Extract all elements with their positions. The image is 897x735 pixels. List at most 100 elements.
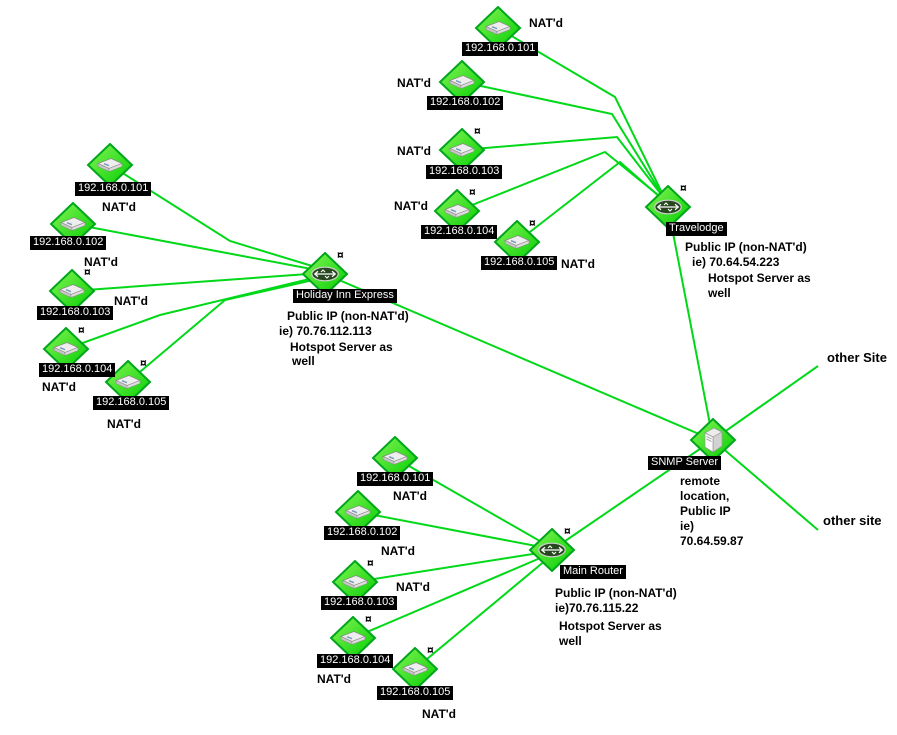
link-main-pc-104-to-main-router (352, 552, 553, 639)
link-main-pc-102-to-main-router (357, 511, 553, 550)
pin-icon: ¤ (84, 265, 91, 279)
nat-label: NAT'd (317, 672, 351, 686)
travelodge-pc-102[interactable] (438, 60, 486, 104)
lan-device-icon (342, 575, 368, 589)
lan-device-icon (449, 143, 475, 157)
main-pc-101[interactable] (371, 436, 419, 480)
lan-device-icon (115, 375, 141, 389)
pin-icon: ¤ (427, 643, 434, 657)
node-ip-label[interactable]: 192.168.0.103 (37, 306, 114, 320)
lan-device-icon (402, 662, 428, 676)
info-text: Hotspot Server as (290, 340, 393, 354)
holiday-inn-router[interactable]: ¤ (301, 249, 349, 296)
link-main-pc-105-to-main-router (414, 554, 553, 670)
node-ip-label[interactable]: 192.168.0.102 (324, 526, 401, 540)
node-ip-label[interactable]: 192.168.0.104 (421, 225, 498, 239)
node-ip-label[interactable]: 192.168.0.101 (462, 42, 539, 56)
lan-device-icon (382, 451, 408, 465)
info-text: Public IP (non-NAT'd) (685, 240, 807, 254)
node-ip-label[interactable]: 192.168.0.101 (357, 472, 434, 486)
pin-icon: ¤ (474, 124, 481, 138)
node-ip-label[interactable]: 192.168.0.105 (377, 686, 454, 700)
link-snmp-server-to-other-site-bottom (712, 439, 819, 531)
nat-label: NAT'd (107, 417, 141, 431)
info-text: well (292, 354, 315, 368)
info-text: ie)70.76.115.22 (555, 601, 639, 615)
pin-icon: ¤ (78, 323, 85, 337)
travelodge-pc-105[interactable]: ¤ (493, 217, 541, 264)
link-holiday-inn-pc-104-to-holiday-inn-router (65, 275, 323, 350)
info-text: well (559, 634, 582, 648)
link-main-pc-103-to-main-router (354, 550, 553, 583)
lan-device-icon (59, 284, 85, 298)
info-text: Hotspot Server as (708, 271, 811, 285)
pin-icon: ¤ (469, 185, 476, 199)
remote-site-label: other Site (827, 350, 887, 365)
nat-label: NAT'd (393, 489, 427, 503)
nat-label: NAT'd (397, 144, 431, 158)
info-text: Public IP (non-NAT'd) (555, 586, 677, 600)
lan-device-icon (485, 21, 511, 35)
link-travelodge-router-to-snmp-server (667, 206, 714, 441)
link-travelodge-pc-105-to-travelodge-router (516, 160, 670, 243)
info-text: ie) 70.76.112.113 (279, 324, 372, 338)
router-icon (311, 266, 339, 282)
info-text: well (708, 286, 731, 300)
nat-label: NAT'd (422, 707, 456, 721)
node-ip-label[interactable]: 192.168.0.103 (321, 596, 398, 610)
main-pc-105[interactable]: ¤ (391, 643, 439, 691)
node-name-label[interactable]: Travelodge (666, 222, 727, 236)
info-text: 70.64.59.87 (680, 534, 744, 548)
node-name-label[interactable]: SNMP Server (648, 456, 722, 470)
info-text: ie) 70.64.54.223 (692, 255, 780, 269)
node-ip-label[interactable]: 192.168.0.104 (317, 654, 394, 668)
pin-icon: ¤ (564, 524, 571, 538)
node-name-label[interactable]: Holiday Inn Express (293, 289, 397, 303)
pin-icon: ¤ (365, 612, 372, 626)
info-text: remote (680, 474, 721, 488)
node-ip-label[interactable]: 192.168.0.102 (30, 236, 107, 250)
node-ip-label[interactable]: 192.168.0.103 (426, 165, 503, 179)
lan-device-icon (97, 158, 123, 172)
holiday-inn-pc-105[interactable]: ¤ (104, 356, 152, 404)
holiday-inn-pc-101[interactable] (86, 143, 134, 187)
node-ip-label[interactable]: 192.168.0.105 (93, 396, 170, 410)
pin-icon: ¤ (680, 181, 687, 195)
nat-label: NAT'd (84, 255, 118, 269)
travelodge-router[interactable]: ¤ (644, 181, 692, 229)
lan-device-icon (53, 342, 79, 356)
nat-label: NAT'd (397, 76, 431, 90)
server-icon (704, 427, 723, 453)
node-name-label[interactable]: Main Router (560, 565, 626, 579)
nat-label: NAT'd (381, 544, 415, 558)
nat-label: NAT'd (102, 200, 136, 214)
travelodge-pc-104[interactable]: ¤ (433, 185, 481, 233)
link-holiday-inn-pc-103-to-holiday-inn-router (71, 272, 323, 292)
main-router[interactable]: ¤ (528, 524, 576, 572)
nat-label: NAT'd (114, 294, 148, 308)
node-ip-label[interactable]: 192.168.0.105 (481, 256, 558, 270)
nat-label: NAT'd (42, 380, 76, 394)
pin-icon: ¤ (140, 356, 147, 370)
travelodge-pc-103[interactable]: ¤ (438, 124, 486, 172)
info-text: location, (680, 489, 730, 503)
node-ip-label[interactable]: 192.168.0.102 (427, 96, 504, 110)
link-holiday-inn-pc-105-to-holiday-inn-router (127, 277, 323, 383)
holiday-inn-pc-103[interactable]: ¤ (48, 265, 96, 313)
snmp-server[interactable] (689, 418, 737, 462)
travelodge-pc-101[interactable] (474, 6, 522, 50)
remote-site-label: other site (823, 513, 882, 528)
link-snmp-server-to-other-site-top (712, 365, 819, 441)
node-ip-label[interactable]: 192.168.0.101 (75, 182, 152, 196)
nat-label: NAT'd (394, 199, 428, 213)
main-pc-104[interactable]: ¤ (329, 612, 377, 660)
nat-label: NAT'd (561, 257, 595, 271)
info-text: Public IP (non-NAT'd) (287, 309, 409, 323)
node-ip-label[interactable]: 192.168.0.104 (39, 363, 116, 377)
lan-device-icon (444, 204, 470, 218)
link-holiday-inn-pc-102-to-holiday-inn-router (72, 223, 323, 272)
link-travelodge-pc-103-to-travelodge-router (461, 135, 668, 203)
nat-label: NAT'd (529, 16, 563, 30)
pin-icon: ¤ (367, 556, 374, 570)
